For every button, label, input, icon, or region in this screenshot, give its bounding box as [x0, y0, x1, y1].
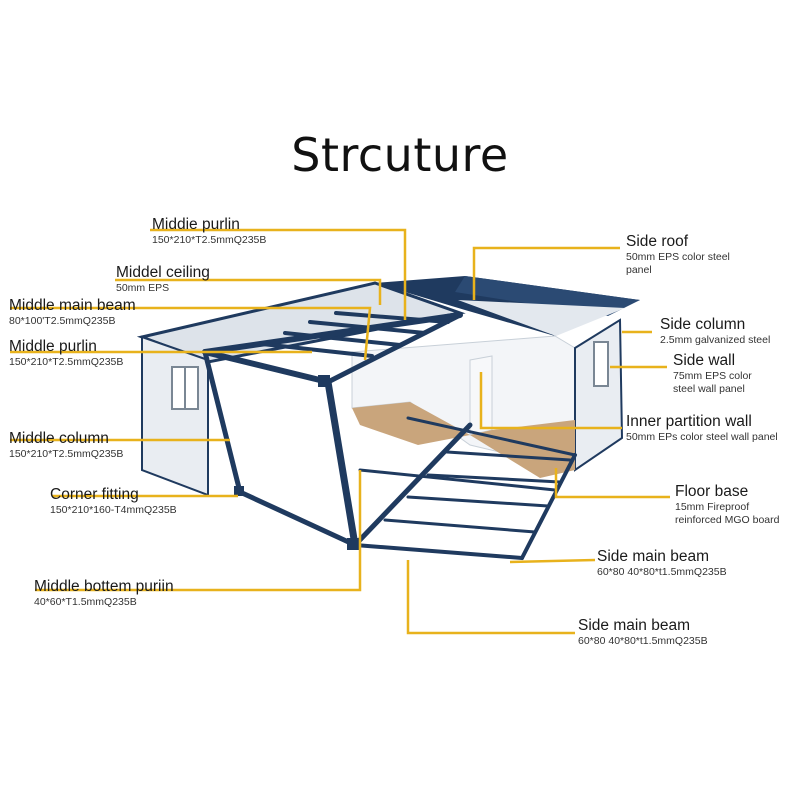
callout-middle-bottem-puriin: Middle bottem puriin 40*60*T1.5mmQ235B [34, 578, 174, 609]
callout-desc-2: panel [626, 263, 652, 276]
callout-middel-ceiling: Middel ceiling 50mm EPS [116, 264, 210, 295]
leader-inner-partition-wall [479, 372, 622, 430]
floor-left-room [352, 402, 470, 445]
callout-desc: 15mm Fireproof [675, 501, 750, 513]
callout-desc: 150*210*160-T4mmQ235B [50, 504, 177, 516]
callout-desc: 50mm EPs color steel wall panel [626, 431, 778, 443]
callout-desc: 50mm EPS color steel [626, 251, 730, 263]
diagram-title: Strcuture [291, 128, 509, 182]
callout-name: Floor base [675, 483, 749, 500]
leader-middle-bottem-puriin [35, 470, 362, 592]
callout-side-main-beam-1: Side main beam 60*80 40*80*t1.5mmQ235B [597, 548, 727, 579]
callout-name: Middle bottem puriin [34, 578, 174, 595]
callout-desc: 50mm EPS [116, 282, 170, 294]
side-window-icon [593, 341, 609, 387]
leader-middle-main-beam [10, 306, 372, 361]
callout-middle-purlin: Middle purlin 150*210*T2.5mmQ235B [9, 338, 123, 369]
callout-side-column: Side column 2.5mm galvanized steel [660, 316, 770, 347]
side-roof-top [455, 276, 640, 316]
leader-side-main-beam-2 [406, 560, 575, 635]
callout-name: Middle column [9, 430, 109, 447]
callout-name: Corner fitting [50, 486, 139, 503]
middle-frame [202, 311, 577, 560]
callout-middie-purlin: Middie purlin 150*210*T2.5mmQ235B [152, 216, 266, 247]
callout-name: Middle purlin [9, 338, 97, 355]
callout-middle-column: Middle column 150*210*T2.5mmQ235B [9, 430, 123, 461]
callout-desc: 2.5mm galvanized steel [660, 334, 771, 346]
left-front-wall [141, 335, 209, 497]
callout-desc-2: reinforced MGO board [675, 513, 780, 526]
callout-name: Side column [660, 316, 746, 333]
callout-inner-partition-wall: Inner partition wall 50mm EPs color stee… [626, 413, 778, 444]
window-icon [171, 366, 199, 410]
callout-desc: 60*80 40*80*t1.5mmQ235B [597, 566, 727, 578]
callout-name: Middel ceiling [116, 264, 210, 281]
leader-middie-purlin [150, 228, 407, 320]
callout-desc: 150*210*T2.5mmQ235B [152, 234, 267, 246]
callout-middle-main-beam: Middle main beam 80*100'T2.5mmQ235B [9, 297, 136, 328]
corner-fitting-mark [234, 486, 244, 496]
callout-desc: 80*100'T2.5mmQ235B [9, 315, 116, 327]
callout-name: Side main beam [597, 548, 710, 565]
callout-desc: 60*80 40*80*t1.5mmQ235B [578, 635, 708, 647]
callout-name: Side roof [626, 233, 689, 250]
leader-floor-base [554, 468, 670, 499]
floor-right-room [470, 420, 575, 478]
side-roof-surface [458, 300, 625, 336]
callout-side-main-beam-2: Side main beam 60*80 40*80*t1.5mmQ235B [578, 617, 708, 648]
callout-desc: 75mm EPS color [673, 370, 752, 382]
callout-name: Inner partition wall [626, 413, 752, 430]
callout-desc-2: steel wall panel [673, 382, 745, 395]
leader-side-roof [472, 246, 620, 300]
callout-desc: 150*210*T2.5mmQ235B [9, 356, 124, 368]
callout-name: Side main beam [578, 617, 691, 634]
callout-name: Middle main beam [9, 297, 136, 314]
callout-desc: 40*60*T1.5mmQ235B [34, 596, 137, 608]
leader-side-main-beam-1 [509, 558, 596, 564]
callout-side-roof: Side roof 50mm EPS color steel panel [626, 233, 730, 276]
leader-lines [10, 228, 670, 635]
callout-floor-base: Floor base 15mm Fireproof reinforced MGO… [675, 483, 779, 526]
callout-name: Middie purlin [152, 216, 240, 233]
callout-corner-fitting: Corner fitting 150*210*160-T4mmQ235B [50, 486, 177, 517]
callout-name: Side wall [673, 352, 736, 369]
callout-desc: 150*210*T2.5mmQ235B [9, 448, 124, 460]
leader-middel-ceiling [115, 278, 382, 305]
callout-side-wall: Side wall 75mm EPS color steel wall pane… [673, 352, 752, 395]
